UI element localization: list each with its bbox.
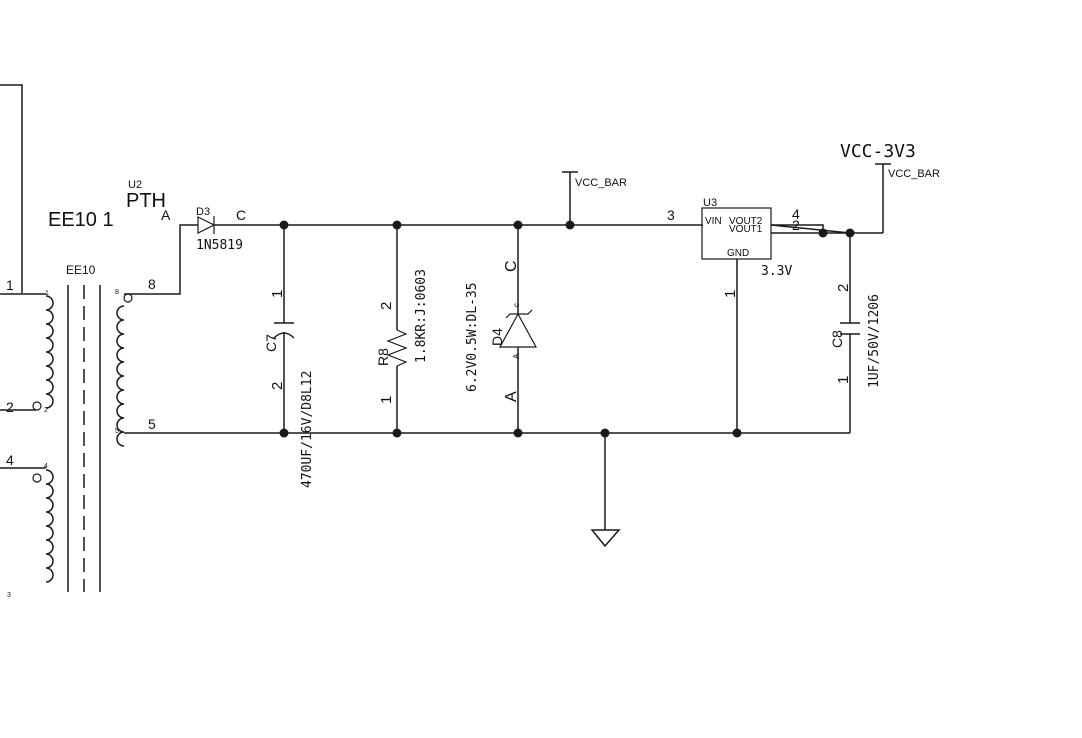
junction-vout (818, 228, 828, 238)
c8-value: 1UF/50V/1206 (867, 294, 882, 388)
u3-gnd: GND (727, 248, 749, 259)
resistor-r8: 2 1 R8 1.8KR:J:0603 (375, 225, 429, 433)
d3-value: 1N5819 (196, 238, 243, 253)
u3-pin1: 1 (722, 290, 739, 298)
rectifier-d3: U2 PTH A D3 C 1N5819 (124, 179, 246, 295)
d4-zener-bar (505, 309, 533, 319)
u3-pin4: 4 (792, 206, 800, 222)
vcc-bar-label-1: VCC_BAR (575, 177, 627, 189)
d4-value: 6.2V0.5W:DL-35 (465, 282, 480, 392)
d3-ref: D3 (196, 206, 210, 218)
pin2-polarity-dot (32, 401, 42, 411)
vcc-3v3-label: VCC-3V3 (840, 141, 916, 162)
d3-pin-c: C (236, 207, 246, 223)
transformer-ref: EE10 (66, 263, 96, 277)
c8-pin1: 1 (835, 376, 852, 384)
u3-pin3: 3 (667, 207, 675, 223)
capacitor-c8: 2 1 C8 1UF/50V/1206 VCC-3V3 VCC_BAR (829, 141, 940, 433)
vcc-bar-label-2: VCC_BAR (888, 168, 940, 180)
u3-ref: U3 (703, 197, 717, 209)
pin-label-4: 4 (6, 452, 14, 468)
c8-pin2: 2 (835, 284, 852, 292)
tiny-pin-5: 5 (115, 428, 119, 435)
secondary-winding (116, 305, 125, 447)
zener-d4: C A c A D4 6.2V0.5W:DL-35 (465, 225, 538, 433)
r8-value: 1.8KR:J:0603 (414, 269, 429, 363)
r8-pin2: 2 (378, 302, 395, 310)
c7-ref: C7 (263, 334, 279, 352)
regulator-u3: U3 VIN VOUT2 VOUT1 GND 3.3V 3 4 2 1 (667, 197, 855, 433)
d4-inner-a: A (512, 353, 521, 359)
u2-ref: U2 (128, 179, 142, 191)
c8-ref: C8 (829, 330, 845, 348)
u3-value: 3.3V (761, 264, 792, 279)
vcc-bar-flag-1: VCC_BAR (562, 171, 627, 225)
capacitor-c7: 1 2 C7 470UF/16V/D8L12 (263, 225, 315, 488)
d3-body (197, 216, 216, 234)
pin-label-5: 5 (148, 416, 156, 432)
d4-pin-c: C (503, 260, 520, 272)
u2-pin-a: A (161, 207, 171, 223)
c7-pin2: 2 (269, 382, 286, 390)
u3-vout2: VOUT2 (729, 216, 763, 227)
tiny-pin-4: 4 (44, 463, 48, 470)
transformer-ee10: EE10 EE10 1 1 2 4 8 5 1 2 4 8 5 3 (0, 84, 156, 599)
u3-vout-wire (770, 224, 851, 234)
u2-value: PTH (126, 190, 166, 212)
pin-label-2: 2 (6, 399, 14, 415)
pin-label-8: 8 (148, 276, 156, 292)
u3-pin2: 2 (792, 217, 800, 233)
primary-feed-wire (0, 84, 23, 293)
d4-body (498, 312, 538, 348)
wire-pin8-to-d3 (124, 224, 198, 295)
primary-winding-bottom (45, 469, 54, 583)
r8-pin1: 1 (378, 396, 395, 404)
tiny-pin-1: 1 (45, 290, 49, 297)
transformer-part-label: EE10 1 (48, 209, 114, 231)
pin8-polarity-dot (123, 293, 133, 303)
tiny-pin-8: 8 (115, 289, 119, 296)
primary-winding-top (45, 295, 54, 409)
d4-inner-c: c (512, 303, 521, 307)
ground-symbol (590, 529, 621, 548)
c7-pin1: 1 (269, 290, 286, 298)
rails (124, 220, 850, 548)
tiny-pin-3: 3 (7, 592, 11, 599)
tiny-pin-2: 2 (44, 407, 48, 414)
junction-ground (600, 428, 610, 438)
c7-value: 470UF/16V/D8L12 (300, 371, 315, 488)
r8-ref: R8 (375, 348, 391, 366)
d4-ref: D4 (489, 328, 505, 346)
pin-label-1: 1 (6, 277, 14, 293)
d4-pin-a: A (503, 391, 520, 402)
pin4-polarity-dot (32, 473, 42, 483)
r8-zigzag (386, 329, 408, 367)
u3-vout1: VOUT1 (729, 224, 763, 235)
u3-vin: VIN (705, 216, 722, 227)
